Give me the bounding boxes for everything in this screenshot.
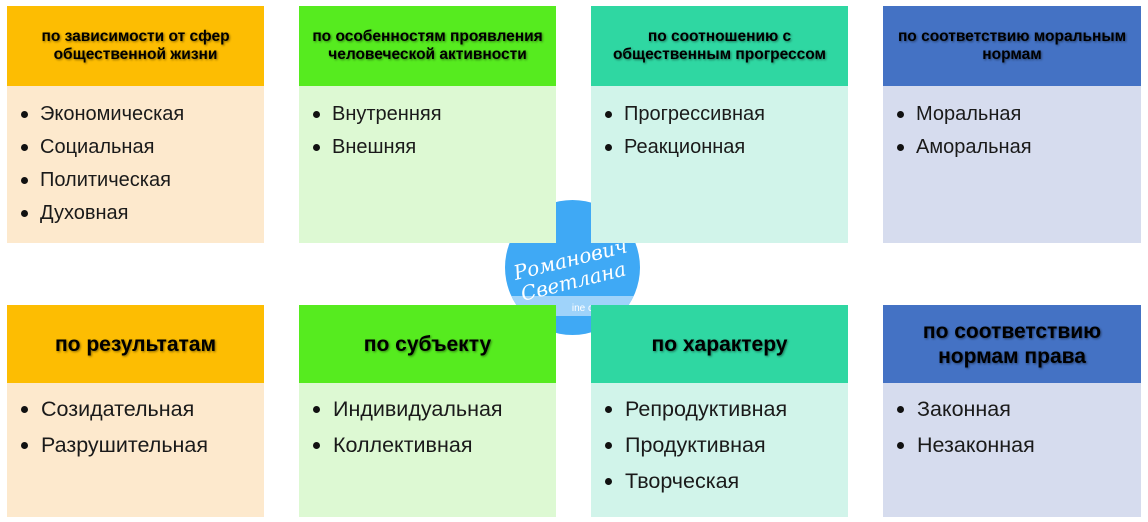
list-item: Духовная [19,197,264,230]
card-title: по соотношению с общественным прогрессом [591,6,848,86]
card-body: Законная Незаконная [883,383,1141,517]
card-body: Репродуктивная Продуктивная Творческая [591,383,848,517]
item-list: Репродуктивная Продуктивная Творческая [591,383,848,499]
card-body: Индивидуальная Коллективная [299,383,556,517]
list-item: Индивидуальная [311,391,556,427]
card-title: по соответствию нормам права [883,305,1141,383]
card-title: по особенностям проявления человеческой … [299,6,556,86]
card-body: Созидательная Разрушительная [7,383,264,517]
card-body: Прогрессивная Реакционная [591,86,848,243]
list-item: Экономическая [19,98,264,131]
list-item: Политическая [19,164,264,197]
item-list: Моральная Аморальная [883,86,1141,164]
card-by-law: по соответствию нормам права Законная Не… [883,305,1141,517]
list-item: Прогрессивная [603,98,848,131]
card-by-progress: по соотношению с общественным прогрессом… [591,6,848,243]
list-item: Аморальная [895,131,1141,164]
logo-caption: ine coa [572,303,605,314]
list-item: Продуктивная [603,427,848,463]
card-title: по соответствию моральным нормам [883,6,1141,86]
list-item: Творческая [603,463,848,499]
card-title: по характеру [591,305,848,383]
card-body: Экономическая Социальная Политическая Ду… [7,86,264,243]
list-item: Незаконная [895,427,1141,463]
list-item: Внутренняя [311,98,556,131]
item-list: Законная Незаконная [883,383,1141,463]
list-item: Реакционная [603,131,848,164]
card-title: по результатам [7,305,264,383]
list-item: Законная [895,391,1141,427]
card-by-results: по результатам Созидательная Разрушитель… [7,305,264,517]
list-item: Внешняя [311,131,556,164]
list-item: Созидательная [19,391,264,427]
card-by-subject: по субъекту Индивидуальная Коллективная [299,305,556,517]
list-item: Коллективная [311,427,556,463]
item-list: Индивидуальная Коллективная [299,383,556,463]
list-item: Моральная [895,98,1141,131]
card-by-character: по характеру Репродуктивная Продуктивная… [591,305,848,517]
card-by-activity: по особенностям проявления человеческой … [299,6,556,243]
item-list: Экономическая Социальная Политическая Ду… [7,86,264,230]
list-item: Разрушительная [19,427,264,463]
card-body: Внутренняя Внешняя [299,86,556,243]
list-item: Социальная [19,131,264,164]
item-list: Созидательная Разрушительная [7,383,264,463]
card-by-morality: по соответствию моральным нормам Моральн… [883,6,1141,243]
card-body: Моральная Аморальная [883,86,1141,243]
item-list: Прогрессивная Реакционная [591,86,848,164]
item-list: Внутренняя Внешняя [299,86,556,164]
card-by-spheres: по зависимости от сфер общественной жизн… [7,6,264,243]
card-title: по зависимости от сфер общественной жизн… [7,6,264,86]
list-item: Репродуктивная [603,391,848,427]
card-title: по субъекту [299,305,556,383]
